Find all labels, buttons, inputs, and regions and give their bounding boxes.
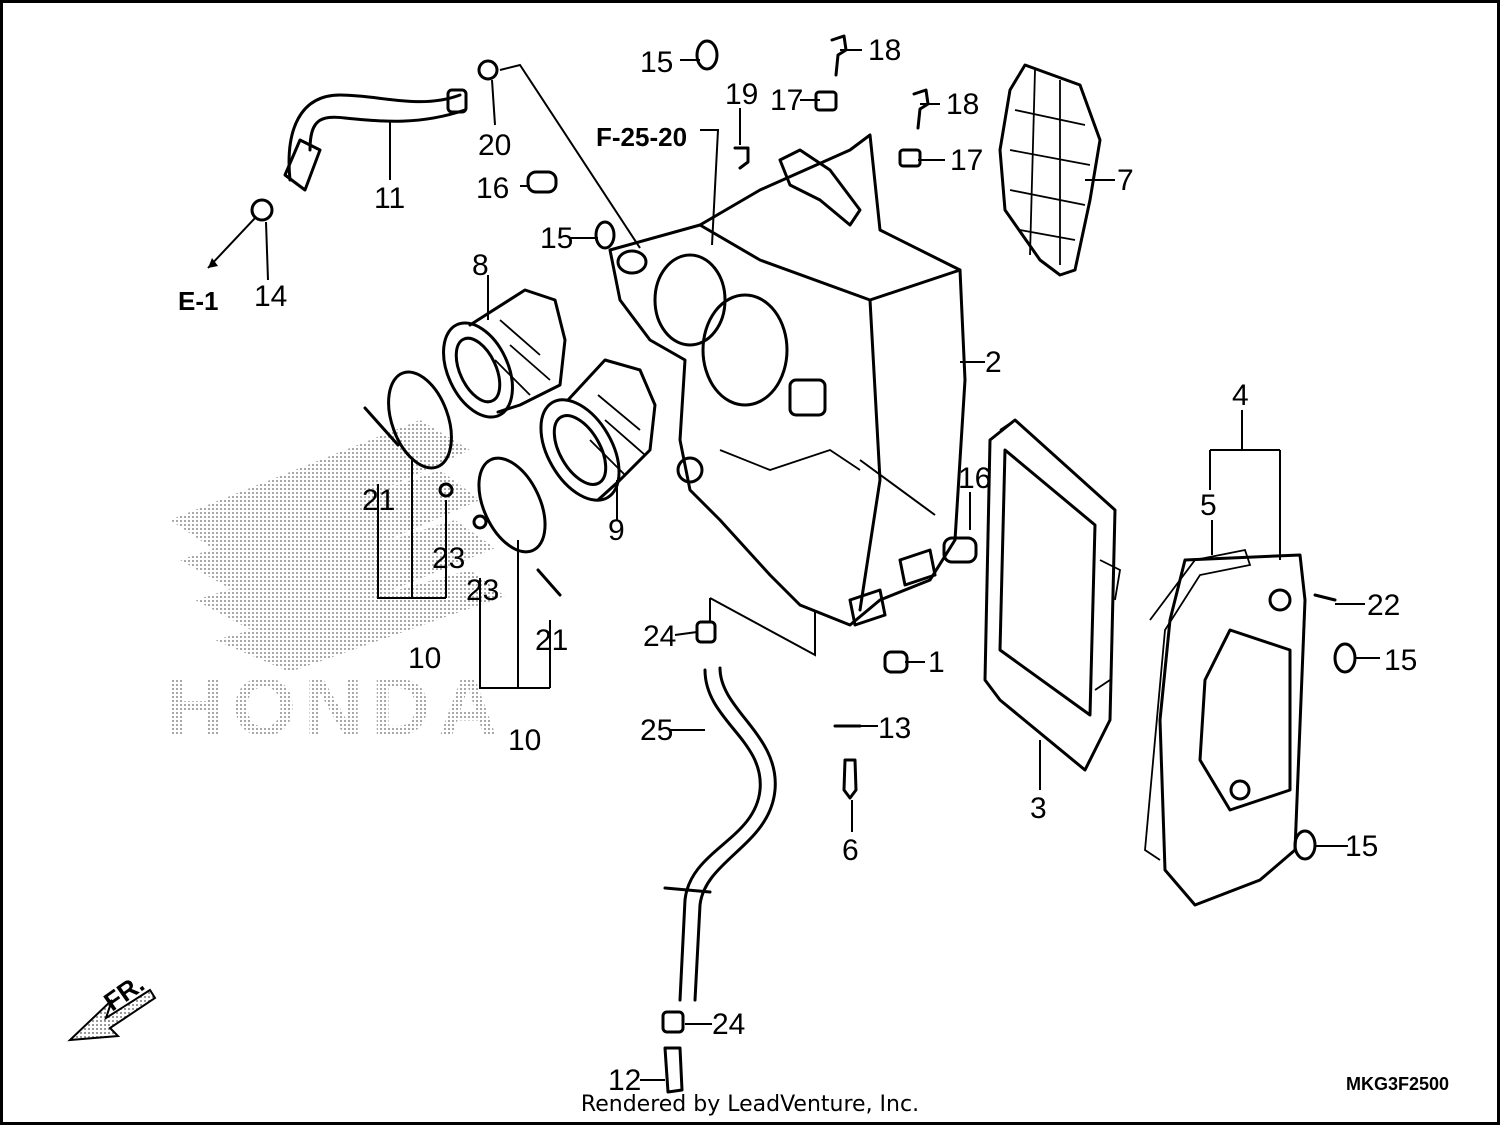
clip-14: [250, 198, 274, 222]
nut-17-right: [898, 148, 922, 168]
grommet-15-right: [1333, 642, 1357, 674]
label-23-left: 23: [432, 542, 465, 575]
label-18-right: 18: [946, 88, 979, 121]
label-22: 22: [1367, 589, 1400, 622]
label-17-right: 17: [950, 144, 983, 177]
render-credit: Rendered by LeadVenture, Inc.: [580, 1092, 920, 1117]
label-20: 20: [478, 129, 511, 162]
screw-21-right: [536, 568, 562, 597]
label-11: 11: [374, 182, 405, 215]
label-21-left: 21: [362, 484, 395, 517]
label-6: 6: [842, 834, 859, 867]
ref-e1-arrow-icon: [208, 258, 218, 268]
clip-20: [477, 59, 499, 81]
label-10-left: 10: [408, 642, 441, 675]
air-duct: [998, 63, 1102, 277]
label-25: 25: [640, 714, 673, 747]
drain-tube-25: [663, 666, 777, 1002]
label-1: 1: [928, 646, 945, 679]
clip-24-bottom: [661, 1010, 685, 1034]
connecting-tube-8: [442, 288, 567, 419]
front-arrow-icon: FR.: [67, 968, 157, 1042]
breather-hose-11: [283, 88, 468, 192]
nut-23-right: [472, 514, 488, 530]
leader-lines: [207, 49, 1380, 1081]
label-2: 2: [985, 346, 1002, 379]
drain-plug-6: [842, 758, 858, 800]
nut-23-left: [438, 482, 454, 498]
small-parts: [250, 34, 1357, 1094]
label-15-right: 15: [1384, 644, 1417, 677]
cushion-16-top: [526, 170, 558, 194]
honda-watermark-text: HONDA: [165, 662, 506, 753]
bolt-18-top: [830, 34, 848, 77]
clip-24-top: [695, 620, 717, 644]
air-cleaner-cover: [1144, 548, 1307, 907]
label-15-bottom: 15: [1345, 830, 1378, 863]
label-10-right: 10: [508, 724, 541, 757]
bolt-18-right: [912, 88, 930, 130]
drain-plug-12: [663, 1046, 684, 1094]
connecting-tube-9: [539, 358, 657, 502]
screw-21-left: [363, 406, 400, 447]
ref-f2520: F-25-20: [596, 122, 687, 152]
label-19: 19: [725, 78, 758, 111]
label-16-top: 16: [476, 172, 509, 205]
label-15-mid: 15: [540, 222, 573, 255]
grommet-15-top: [695, 39, 719, 71]
label-18-top: 18: [868, 34, 901, 67]
honda-wing-watermark: HONDA: [165, 420, 506, 753]
label-9: 9: [608, 514, 625, 547]
clamp-bands: [387, 370, 547, 554]
label-16-right: 16: [958, 462, 991, 495]
label-13: 13: [878, 712, 911, 745]
label-24-bottom: 24: [712, 1008, 745, 1041]
diagram-code: MKG3F2500: [1346, 1074, 1450, 1094]
label-14: 14: [254, 280, 287, 313]
air-cleaner-case: [608, 133, 967, 627]
cushion-16-right: [942, 536, 978, 564]
label-8: 8: [472, 249, 489, 282]
cap-1: [883, 650, 909, 674]
label-21-right: 21: [535, 624, 568, 657]
label-3: 3: [1030, 792, 1047, 825]
ref-e1: E-1: [178, 286, 218, 316]
label-17-top: 17: [770, 84, 803, 117]
label-15-top: 15: [640, 46, 673, 79]
grommet-15-bottom: [1293, 829, 1317, 861]
label-24-top: 24: [643, 620, 676, 653]
label-12: 12: [608, 1064, 641, 1097]
screw-22: [1313, 593, 1337, 602]
label-7: 7: [1117, 164, 1134, 197]
grommet-15-mid: [594, 220, 616, 250]
label-5: 5: [1200, 489, 1217, 522]
screw-19: [733, 146, 750, 170]
label-23-right: 23: [466, 574, 499, 607]
air-cleaner-element: [983, 418, 1121, 772]
label-4: 4: [1232, 379, 1249, 412]
part-labels: 15 18 19 17 18 17 7 20 16 11 15 8 14 2 4…: [254, 34, 1417, 1097]
